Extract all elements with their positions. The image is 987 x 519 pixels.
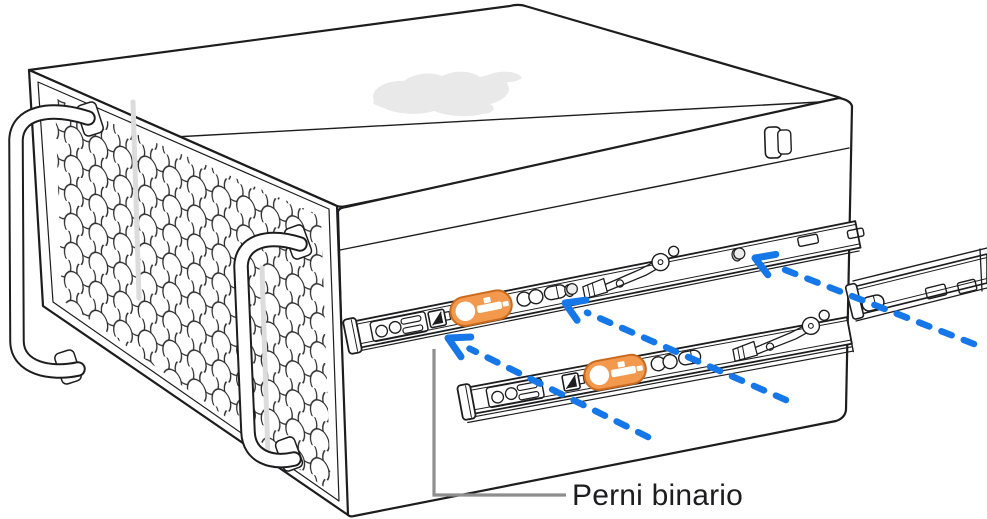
rail-lock-mechanism bbox=[582, 245, 680, 300]
rail-pin bbox=[561, 372, 586, 392]
slot-hole-b bbox=[528, 289, 544, 305]
rail-plate bbox=[485, 377, 545, 409]
mount-pin-right bbox=[731, 247, 746, 262]
insertion-arrow-left bbox=[444, 333, 652, 441]
apple-logo-icon bbox=[373, 71, 522, 117]
rail-pin bbox=[427, 308, 452, 329]
handle-post-ghost-left bbox=[130, 99, 142, 301]
rail-end-cap bbox=[342, 317, 363, 355]
mounting-hole-a bbox=[924, 283, 948, 300]
case-lid-seam bbox=[173, 100, 839, 138]
side-seam-line bbox=[339, 147, 850, 251]
callout-line bbox=[432, 349, 566, 497]
arrowhead-icon bbox=[751, 250, 780, 279]
rail-plate bbox=[369, 311, 429, 343]
mounting-hole-b bbox=[846, 227, 865, 240]
front-handle-left bbox=[8, 101, 104, 385]
insertion-arrow-middle bbox=[561, 296, 790, 404]
rail-pins-label: Perni binario bbox=[572, 479, 744, 512]
mounting-hole-a bbox=[797, 233, 820, 247]
case-latch bbox=[763, 126, 792, 159]
orange-release-latch bbox=[583, 353, 647, 391]
rail-end-cap bbox=[456, 383, 477, 421]
front-handle-right bbox=[233, 224, 313, 472]
rail-lock-mechanism bbox=[732, 309, 830, 362]
mount-pin-left bbox=[564, 283, 578, 298]
insertion-arrow-right bbox=[751, 250, 978, 348]
outer-rail-right bbox=[844, 247, 987, 322]
inner-rail-upper bbox=[342, 220, 865, 355]
handle-post-ghost-right bbox=[259, 265, 271, 461]
orange-release-latch bbox=[449, 289, 513, 327]
grille-bezel bbox=[37, 81, 340, 502]
slot-hole-b bbox=[662, 353, 678, 370]
arrowhead-icon bbox=[444, 333, 475, 361]
mounting-hole-b bbox=[956, 278, 978, 295]
arrowhead-icon bbox=[561, 296, 590, 324]
